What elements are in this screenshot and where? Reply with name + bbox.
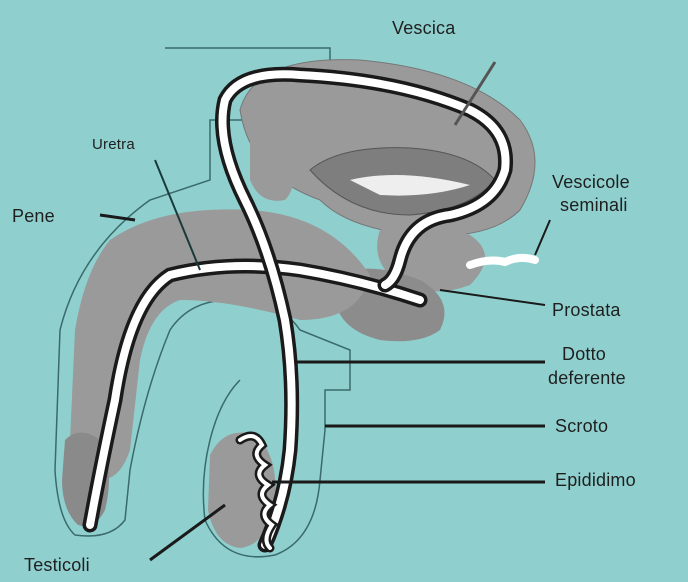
label-prostata: Prostata	[552, 300, 621, 320]
leader-testicoli	[150, 505, 225, 560]
seminal-vesicle-duct	[470, 258, 535, 265]
label-vescicole-line2: seminali	[560, 195, 628, 215]
label-testicoli: Testicoli	[24, 555, 90, 575]
leader-prostata	[440, 290, 545, 305]
label-pene: Pene	[12, 206, 55, 226]
label-vescicole-line1: Vescicole	[552, 172, 630, 192]
label-vescica: Vescica	[392, 18, 455, 38]
penis-shape	[70, 209, 370, 480]
label-uretra: Uretra	[92, 136, 135, 153]
label-epididimo: Epididimo	[555, 470, 636, 490]
label-scroto: Scroto	[555, 416, 608, 436]
label-dotto-line2: deferente	[548, 368, 626, 388]
leader-vescicole	[535, 220, 550, 255]
label-dotto-line1: Dotto	[562, 344, 606, 364]
